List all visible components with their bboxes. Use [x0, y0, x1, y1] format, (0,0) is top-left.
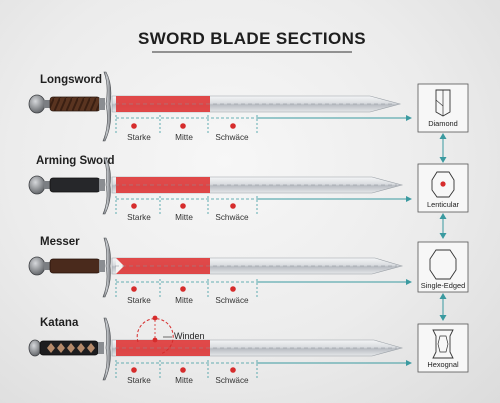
- hexagonal-section-icon: [432, 329, 454, 359]
- arming-sword-segment-markers: [115, 196, 412, 214]
- cross-section-box-diamond: Diamond: [417, 83, 469, 133]
- cross-section-box-lenticular: Lenticular: [417, 163, 469, 213]
- arming-sword-illustration: [28, 157, 404, 215]
- segment-label-schwache: Schwäce: [215, 213, 249, 222]
- sword-name: Arming Sword: [36, 155, 115, 167]
- segment-label-mitte: Mitte: [175, 296, 193, 305]
- winden-label: Winden: [174, 331, 205, 341]
- winden-annotation: Winden: [136, 315, 205, 355]
- sword-row-longsword: Longsword Starke Mitte Schwäce: [28, 71, 469, 142]
- sword-name: Messer: [40, 236, 80, 248]
- cross-section-label: Lenticular: [427, 200, 460, 209]
- cross-section-label: Single-Edged: [421, 281, 465, 290]
- katana-segment-markers: [115, 360, 412, 378]
- sword-name: Katana: [40, 317, 79, 329]
- segment-label-starke: Starke: [127, 296, 151, 305]
- segment-label-starke: Starke: [127, 133, 151, 142]
- lenticular-section-icon: [431, 171, 455, 198]
- cross-section-box-hexagonal: Hexognal: [417, 323, 469, 373]
- cross-section-label: Hexognal: [427, 360, 459, 369]
- sword-row-messer: Messer Starke Mitte Schwäce: [28, 236, 469, 305]
- cross-section-box-single-edged: Single-Edged: [417, 241, 469, 293]
- cross-section-label: Diamond: [428, 119, 458, 128]
- sword-row-katana: Katana Winden: [28, 315, 469, 385]
- segment-label-schwache: Schwäce: [215, 376, 249, 385]
- segment-label-mitte: Mitte: [175, 376, 193, 385]
- segment-label-starke: Starke: [127, 376, 151, 385]
- longsword-segment-markers: [115, 115, 412, 133]
- box-connectors: [439, 133, 447, 321]
- sword-row-arming-sword: Arming Sword Starke Mitte Schwäce: [28, 155, 469, 222]
- diamond-section-icon: [435, 89, 451, 117]
- segment-label-schwache: Schwäce: [215, 133, 249, 142]
- segment-label-schwache: Schwäce: [215, 296, 249, 305]
- segment-label-mitte: Mitte: [175, 213, 193, 222]
- page-title: SWORD BLADE SECTIONS: [138, 29, 366, 48]
- sword-name: Longsword: [40, 74, 102, 86]
- segment-label-starke: Starke: [127, 213, 151, 222]
- segment-label-mitte: Mitte: [175, 133, 193, 142]
- messer-segment-markers: [115, 279, 412, 297]
- katana-illustration: [28, 317, 404, 381]
- messer-illustration: [28, 237, 404, 298]
- single-edged-section-icon: [429, 249, 457, 280]
- longsword-illustration: [28, 71, 402, 142]
